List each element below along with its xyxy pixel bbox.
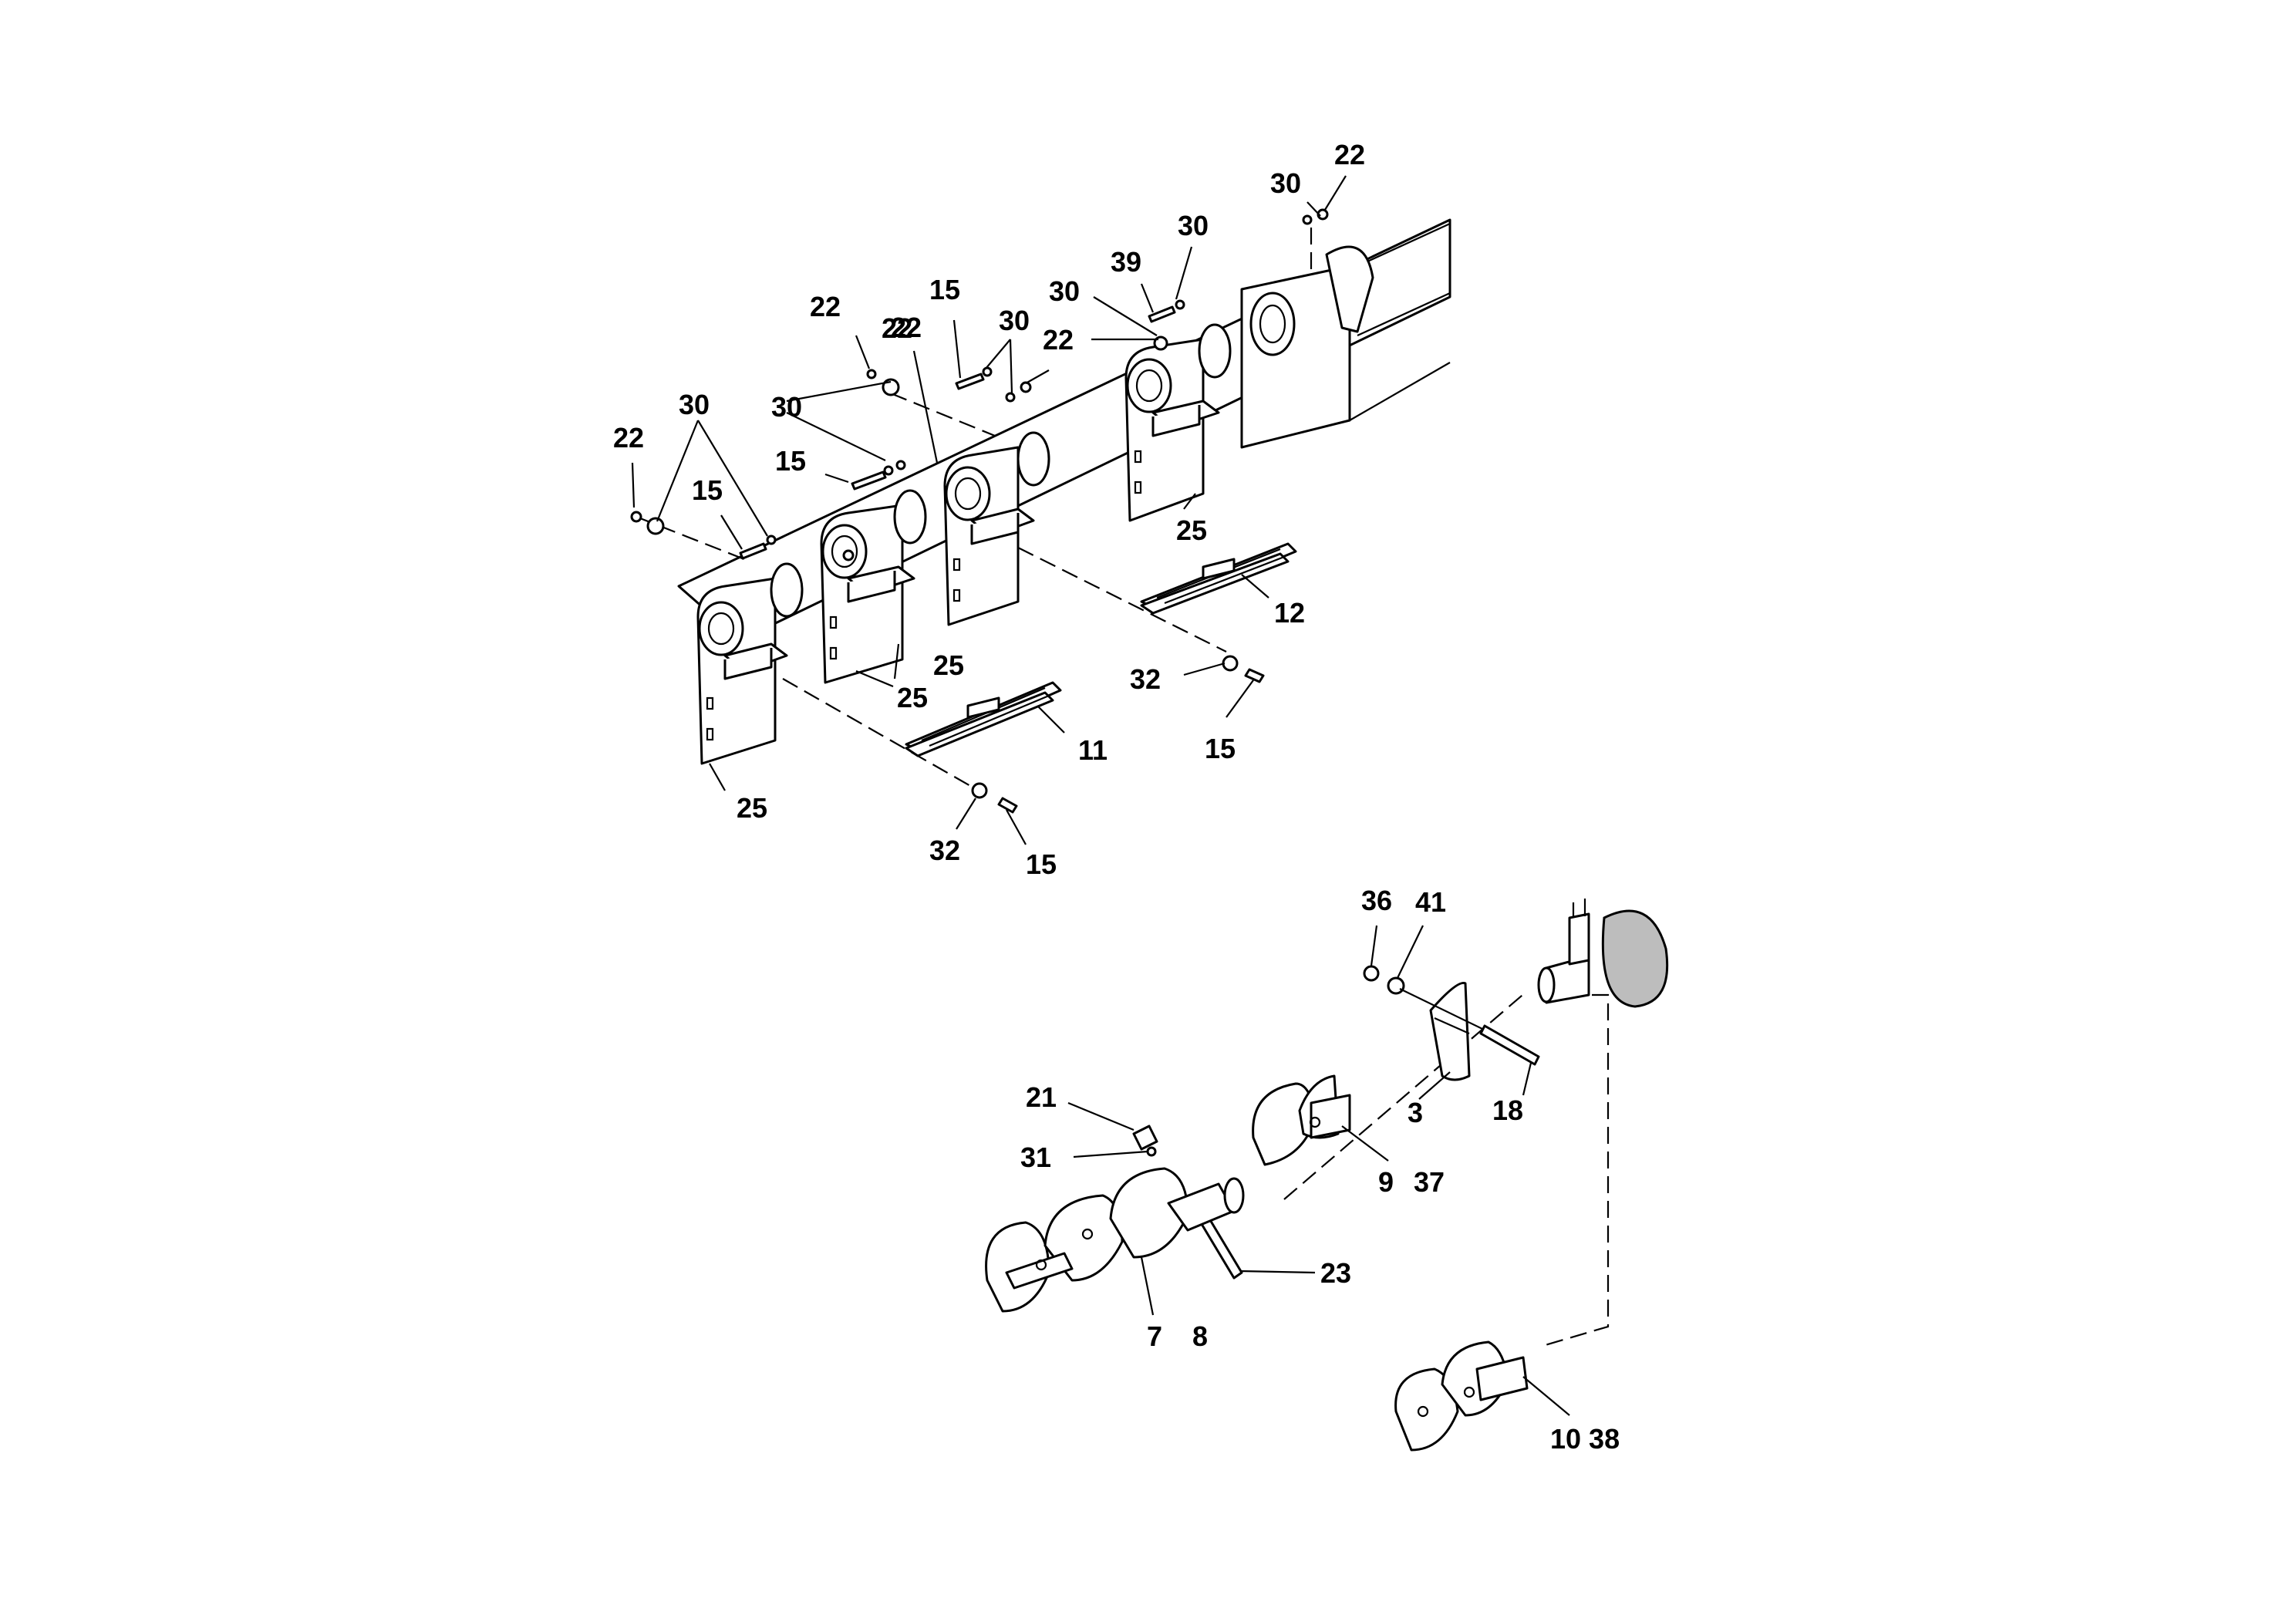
tube-end-housing: [1240, 245, 1451, 449]
callout-11: 11: [1078, 734, 1108, 766]
callout-30: 30: [999, 305, 1030, 336]
callout-22: 22: [1334, 139, 1365, 170]
callout-32: 32: [1130, 663, 1161, 695]
mounting-bracket: [820, 489, 927, 684]
fastener-bolts: [630, 208, 1329, 814]
washer: [1387, 976, 1405, 995]
auger-flight-assembly: [985, 899, 1669, 1452]
mounting-bracket: [1124, 323, 1232, 522]
shield-plate: [905, 681, 1062, 757]
callout-8: 8: [1192, 1320, 1208, 1352]
callout-21: 21: [1026, 1081, 1057, 1113]
callout-labels: 22 30 22 15 30 22 30 39 22 30 22 30 22 1…: [613, 139, 1620, 1455]
callout-30: 30: [679, 389, 710, 420]
callout-22: 22: [1043, 324, 1074, 356]
callout-9: 9: [1378, 1166, 1394, 1198]
callout-25: 25: [1176, 514, 1207, 546]
auger-flight: [1252, 1074, 1351, 1166]
callout-31: 31: [1020, 1141, 1051, 1173]
callout-39: 39: [1111, 246, 1141, 278]
callout-30: 30: [1178, 210, 1209, 241]
pin: [1198, 1213, 1243, 1280]
callout-7: 7: [1147, 1320, 1162, 1352]
callout-18: 18: [1492, 1094, 1523, 1126]
auger-flight: [985, 1167, 1245, 1313]
leader-lines: [631, 175, 1570, 1416]
callout-37: 37: [1414, 1166, 1445, 1198]
flight-segment: [1429, 981, 1471, 1081]
cotter-pin: [1146, 1146, 1157, 1157]
callout-12: 12: [1274, 597, 1305, 629]
callout-25: 25: [897, 682, 928, 713]
callout-22: 22: [891, 312, 922, 343]
auger-tube-assembly: [630, 208, 1451, 814]
callout-23: 23: [1320, 1257, 1351, 1289]
nut: [1363, 965, 1380, 982]
auger-flight: [1394, 1340, 1529, 1452]
callout-30: 30: [771, 391, 802, 423]
callout-15: 15: [1205, 733, 1236, 764]
callout-36: 36: [1361, 885, 1392, 916]
callout-25: 25: [737, 792, 767, 824]
callout-22: 22: [882, 312, 912, 344]
callout-22: 22: [613, 422, 644, 454]
grease-fitting: [1132, 1125, 1158, 1151]
callout-15: 15: [775, 445, 806, 477]
callout-41: 41: [1415, 886, 1446, 918]
callout-25: 25: [933, 649, 964, 681]
callout-10-38: 10 38: [1550, 1423, 1620, 1455]
shield-plate: [1140, 542, 1297, 615]
drive-housing: [1537, 899, 1669, 1008]
mounting-bracket: [696, 562, 804, 765]
callout-22: 22: [810, 291, 841, 322]
callout-3: 3: [1408, 1097, 1423, 1128]
bolt: [1479, 1024, 1540, 1066]
mounting-bracket: [943, 431, 1050, 626]
callout-32: 32: [929, 835, 960, 866]
callout-15: 15: [1026, 848, 1057, 880]
callout-15: 15: [692, 474, 723, 506]
callout-30: 30: [1049, 275, 1080, 307]
callout-15: 15: [929, 274, 960, 305]
callout-30: 30: [1270, 167, 1301, 199]
